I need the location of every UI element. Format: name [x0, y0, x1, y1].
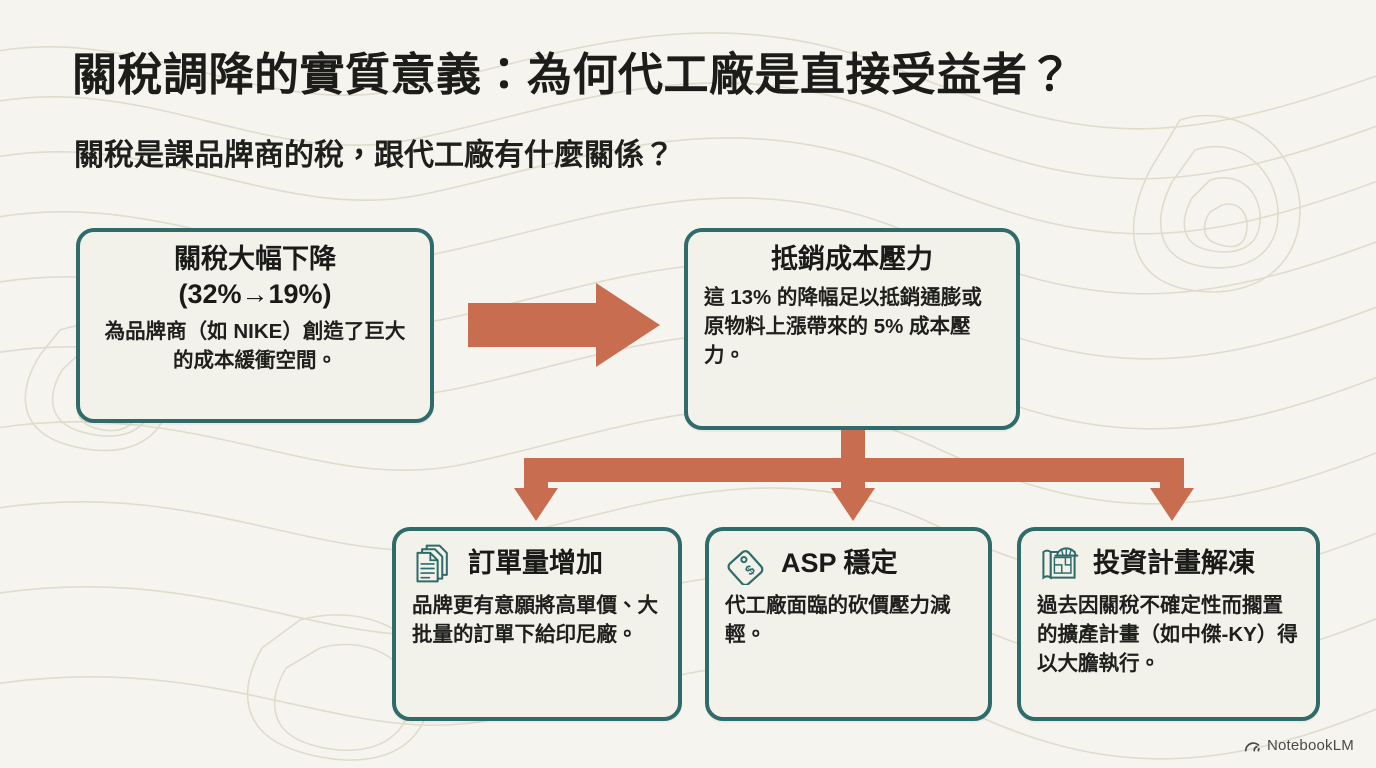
node-asp-stable-heading-row: $ ASP 穩定 [725, 541, 972, 585]
node-investment-heading-row: 投資計畫解凍 [1037, 541, 1300, 585]
node-asp-stable-heading: ASP 穩定 [781, 547, 898, 578]
node-investment-heading: 投資計畫解凍 [1093, 547, 1255, 578]
node-investment-unfreeze: 投資計畫解凍 過去因關稅不確定性而擱置的擴產計畫（如中傑-KY）得以大膽執行。 [1017, 527, 1320, 721]
notebooklm-spark-icon [1244, 742, 1260, 752]
node-order-volume-body: 品牌更有意願將高單價、大批量的訂單下給印尼廠。 [412, 594, 658, 647]
node-offset-cost-body: 這 13% 的降幅足以抵銷通膨或原物料上漲帶來的 5% 成本壓力。 [704, 285, 982, 367]
node-asp-stable: $ ASP 穩定 代工廠面臨的砍價壓力減輕。 [705, 527, 992, 721]
notebooklm-watermark-label: NotebookLM [1266, 737, 1354, 754]
node-tariff-drop-body: 為品牌商（如 NIKE）創造了巨大的成本緩衝空間。 [104, 320, 406, 373]
node-order-volume-heading-row: 訂單量增加 [412, 541, 662, 585]
notebooklm-watermark: NotebookLM [1244, 737, 1354, 754]
price-tag-icon: $ [727, 550, 764, 585]
page-subtitle: 關稅是課品牌商的稅，跟代工廠有什麼關係？ [74, 139, 674, 172]
blueprint-hardhat-icon [1042, 547, 1079, 580]
node-investment-body: 過去因關稅不確定性而擱置的擴產計畫（如中傑-KY）得以大膽執行。 [1037, 594, 1298, 676]
node-tariff-drop-heading: 關稅大幅下降 (32%→19%) [174, 244, 336, 309]
node-asp-stable-body: 代工廠面臨的砍價壓力減輕。 [725, 594, 951, 647]
node-offset-cost-heading: 抵銷成本壓力 [771, 244, 933, 274]
node-order-volume-heading: 訂單量增加 [468, 547, 603, 578]
node-offset-cost: 抵銷成本壓力 這 13% 的降幅足以抵銷通膨或原物料上漲帶來的 5% 成本壓力。 [684, 228, 1020, 430]
node-tariff-drop: 關稅大幅下降 (32%→19%) 為品牌商（如 NIKE）創造了巨大的成本緩衝空… [76, 228, 434, 423]
page-title: 關稅調降的實質意義：為何代工廠是直接受益者？ [72, 49, 1074, 100]
node-order-volume: 訂單量增加 品牌更有意願將高單價、大批量的訂單下給印尼廠。 [392, 527, 682, 721]
documents-icon [416, 544, 448, 583]
